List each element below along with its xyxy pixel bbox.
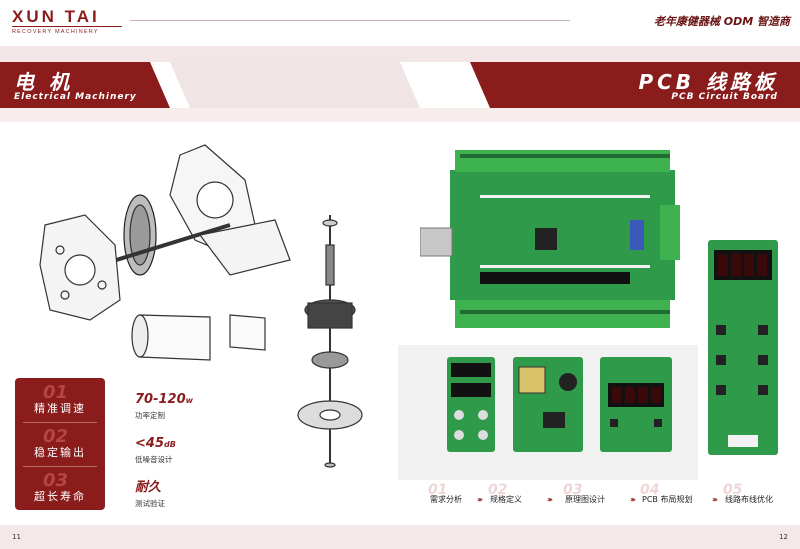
under-band [0,108,800,122]
spec-caption: 测试验证 [135,499,165,508]
step-arrow-icon: ››› [547,495,553,504]
feature-number: 02 [43,426,69,447]
spec-value: 70-120 [135,392,186,407]
feature-spec: 耐久 测试验证 [135,476,165,509]
step-label: 原理图设计 [565,495,605,504]
feature-spec: 70-120w 功率定制 [135,388,193,421]
step-number: 02 [488,482,508,498]
left-section-title: 电 机 [14,70,73,94]
step-number: 05 [723,482,743,498]
feature-label: 精准调速 [34,402,86,415]
banner-left-tail [170,62,420,108]
spec-caption: 低噪音设计 [135,455,173,464]
step-label: 需求分析 [430,495,462,504]
feature-divider [23,422,97,423]
feature-item: 03 超长寿命 [15,466,105,510]
feature-label: 稳定输出 [34,446,86,459]
page-number-left: 11 [12,533,21,541]
banner-left [0,62,170,108]
spec-unit: dB [163,440,176,449]
step-arrow-icon: ››› [630,495,636,504]
feature-label: 超长寿命 [34,490,86,503]
spec-unit: w [185,396,194,405]
spec-value: 耐久 [135,480,162,495]
right-section-subtitle: PCB Circuit Board [671,92,778,102]
feature-divider [23,466,97,467]
header-tagline: 老年康健器械 ODM 智造商 [653,15,790,28]
feature-spec: <45dB 低噪音设计 [135,432,176,465]
logo-sub-text: RECOVERY MACHINERY [12,26,122,36]
process-steps: 01 需求分析 ››› 02 规格定义 ››› 03 原理图设计 ››› 04 … [420,482,795,516]
feature-item: 01 精准调速 [15,378,105,422]
brand-logo: XUN TAI RECOVERY MACHINERY [12,8,122,36]
feature-number: 03 [43,470,69,491]
step-number: 04 [640,482,660,498]
pcb-display-board-image [708,240,778,455]
header-rule [130,20,570,21]
pcb-small-board-3 [600,357,672,452]
step-arrow-icon: ››› [477,495,483,504]
pale-band [0,46,800,62]
pcb-main-board-image [420,150,680,328]
footer-band [0,525,800,549]
spec-value: <45 [135,436,164,451]
motor-exploded-illustration [39,144,363,468]
step-label: PCB 布局规划 [642,495,693,504]
feature-item: 02 稳定输出 [15,422,105,466]
right-section-title: PCB 线路板 [638,70,778,94]
step-number: 01 [428,482,448,498]
step-label: 线路布线优化 [725,495,773,504]
left-section-subtitle: Electrical Machinery [14,92,137,102]
pcb-small-board-1 [447,357,495,452]
page-number-right: 12 [779,533,788,541]
feature-list: 01 精准调速 02 稳定输出 03 超长寿命 [15,378,105,510]
step-arrow-icon: ››› [712,495,718,504]
step-label: 规格定义 [490,495,522,504]
step-number: 03 [563,482,583,498]
spec-caption: 功率定制 [135,411,165,420]
banner-right [470,62,800,108]
pcb-small-board-2 [513,357,583,452]
feature-number: 01 [43,382,69,403]
logo-main-text: XUN TAI [12,7,100,26]
